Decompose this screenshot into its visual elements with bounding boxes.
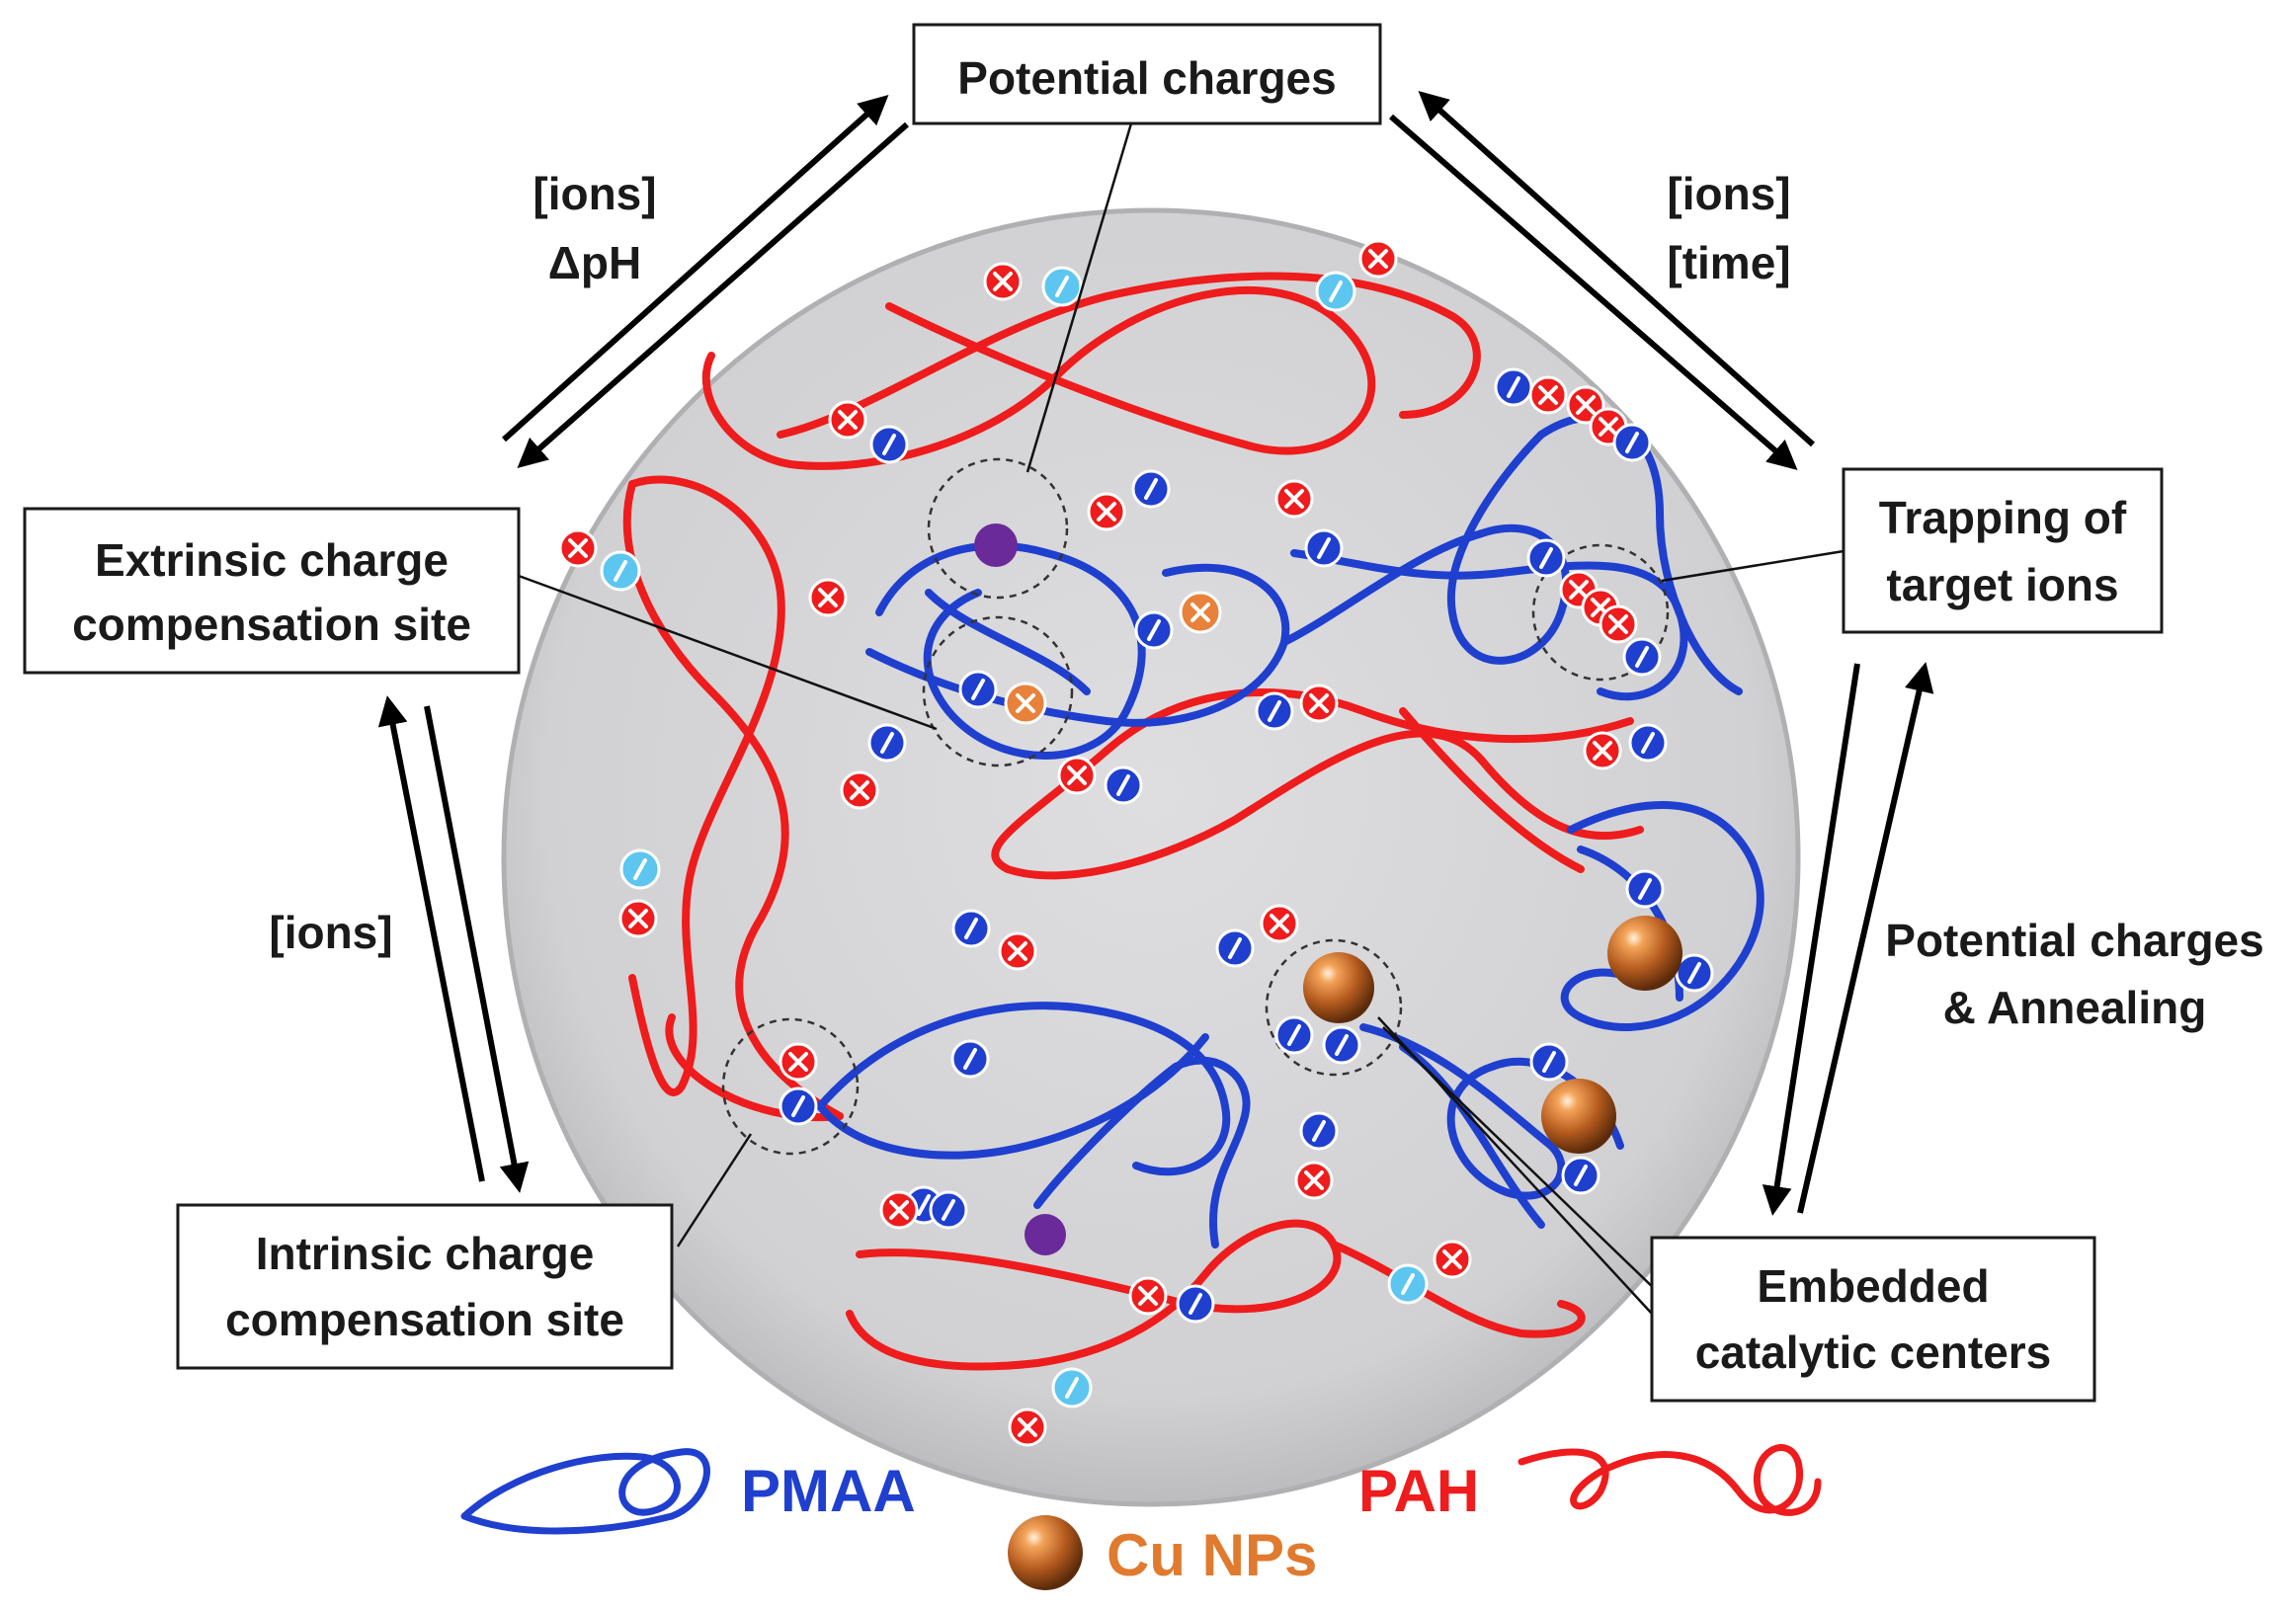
charged-groups (558, 239, 1714, 1447)
cond-right-1: Potential charges (1885, 915, 2263, 966)
legend-pmaa-swatch (460, 1448, 710, 1535)
cond-top-left-2: ΔpH (548, 237, 641, 288)
purple-ion (1025, 1214, 1066, 1255)
legend-cu-swatch (1008, 1515, 1083, 1590)
cond-top-left-1: [ions] (533, 168, 656, 219)
highlight-circles (721, 457, 1670, 1156)
potential-charges-text: Potential charges (957, 52, 1336, 104)
label-extrinsic-site: Extrinsic charge compensation site (23, 507, 521, 675)
cu-nanoparticle (1541, 1079, 1616, 1154)
pah-chains (622, 272, 1644, 1371)
legend-pmaa-label: PMAA (741, 1458, 916, 1524)
label-embedded-centers: Embedded catalytic centers (1650, 1236, 2096, 1403)
embedded-line2: catalytic centers (1695, 1327, 2052, 1378)
pmaa-chains (816, 413, 1764, 1248)
legend-cu-label: Cu NPs (1107, 1522, 1317, 1588)
cu-nanoparticles (1303, 916, 1682, 1154)
cycle-arrows (377, 90, 1934, 1216)
intrinsic-line2: compensation site (225, 1294, 624, 1345)
label-intrinsic-site: Intrinsic charge compensation site (176, 1203, 674, 1370)
cond-left: [ions] (269, 907, 392, 958)
extrinsic-line2: compensation site (72, 599, 471, 650)
purple-ion (974, 523, 1018, 567)
label-trapping: Trapping of target ions (1842, 467, 2164, 634)
condition-labels: [ions] ΔpH [ions] [time] [ions] Potentia… (269, 168, 2263, 1033)
legend-pah-swatch (1517, 1444, 1822, 1516)
cu-nanoparticle (1607, 916, 1682, 991)
cond-top-right-1: [ions] (1667, 168, 1790, 219)
intrinsic-line1: Intrinsic charge (256, 1228, 595, 1279)
label-potential-charges: Potential charges (912, 23, 1382, 125)
legend: PMAA PAH Cu NPs (460, 1444, 1822, 1590)
legend-pah-label: PAH (1358, 1458, 1479, 1524)
trapping-line2: target ions (1886, 559, 2118, 610)
cond-top-right-2: [time] (1667, 237, 1790, 288)
leader-lines (518, 122, 1845, 1315)
extrinsic-line1: Extrinsic charge (95, 534, 449, 586)
cond-right-2: & Annealing (1943, 982, 2207, 1033)
cu-nanoparticle (1303, 952, 1374, 1023)
trapping-line1: Trapping of (1879, 492, 2127, 543)
embedded-line1: Embedded (1757, 1260, 1989, 1312)
